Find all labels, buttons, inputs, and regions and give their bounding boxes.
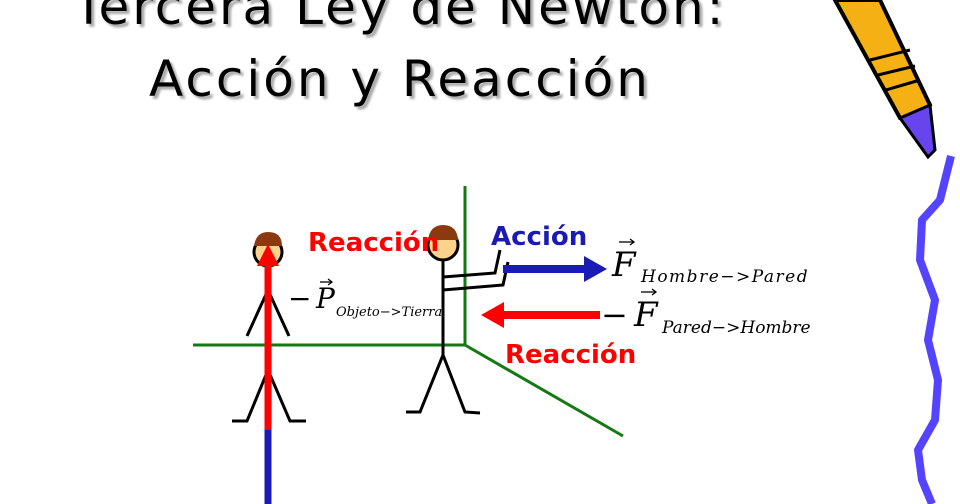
weight-symbol: P — [315, 282, 336, 315]
action-arrowhead — [584, 256, 607, 282]
action-force-subscript: Hombre−>Pared — [640, 267, 809, 287]
reaction-force-sign: − — [601, 296, 628, 334]
reaction-force-symbol: F — [633, 295, 659, 335]
label-reaction-left: Reacción — [308, 228, 439, 258]
formula-reaction-force: − F Pared−>Hombre — [601, 288, 811, 338]
formula-action-force: F Hombre−>Pared — [611, 238, 809, 287]
reaction-force-subscript: Pared−>Hombre — [661, 318, 811, 338]
weight-sign: − — [288, 282, 311, 315]
weight-subscript: Objeto−>Tierra — [336, 305, 442, 320]
scribble-line — [914, 155, 955, 504]
pencil-icon — [832, 0, 937, 160]
vector-arrow-icon — [619, 238, 636, 246]
wall-corner — [193, 186, 624, 438]
reaction-arrowhead — [257, 244, 279, 266]
vector-arrow-icon — [320, 278, 334, 286]
formula-weight: − P Objeto−>Tierra — [288, 278, 442, 320]
title-line-1: Tercera Ley de Newton: — [73, 0, 727, 36]
vector-arrow-icon — [641, 288, 658, 296]
label-reaction-right: Reacción — [505, 340, 636, 370]
reaction-arrowhead-left — [481, 302, 504, 328]
action-force-symbol: F — [611, 245, 637, 285]
title-line-2: Acción y Reacción — [149, 50, 651, 108]
label-action: Acción — [491, 222, 587, 252]
